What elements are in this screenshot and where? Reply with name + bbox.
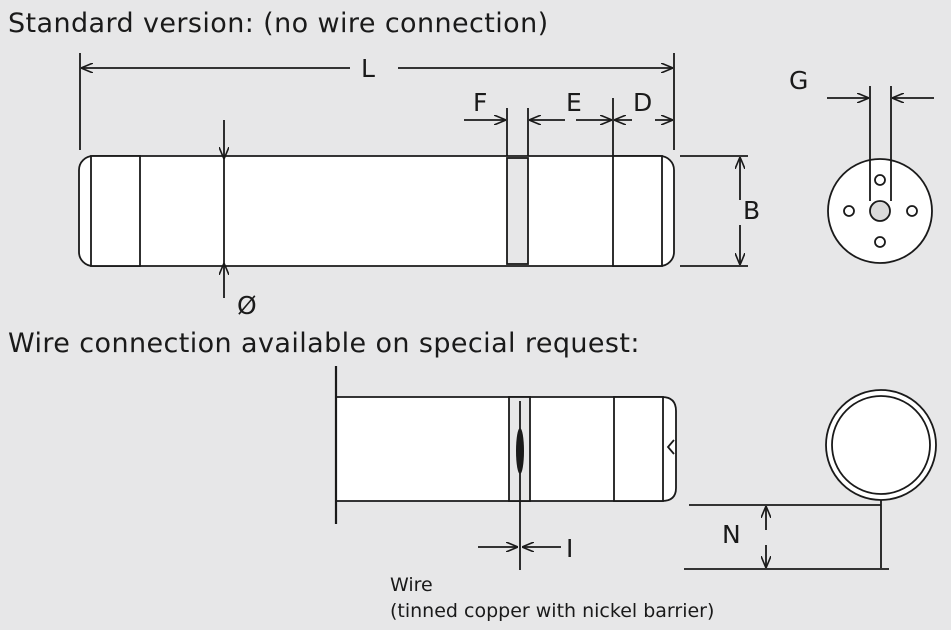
- standard-version-heading: Standard version: (no wire connection): [8, 8, 549, 39]
- label-d: D: [633, 88, 652, 117]
- label-i: I: [566, 534, 573, 563]
- label-l: L: [361, 54, 375, 83]
- wire-caption-title: Wire: [390, 574, 433, 596]
- label-b: B: [743, 196, 760, 225]
- label-n: N: [722, 520, 741, 549]
- wire-caption-detail: (tinned copper with nickel barrier): [390, 600, 714, 622]
- wire-connection-heading: Wire connection available on special req…: [8, 328, 640, 359]
- fuse-body-standard: [78, 155, 675, 267]
- dimension-l: [79, 53, 675, 150]
- label-diameter: Ø: [237, 291, 257, 320]
- dimension-b: [680, 155, 748, 267]
- fuse-end-view: [827, 86, 934, 264]
- label-f: F: [473, 88, 487, 117]
- label-g: G: [789, 66, 808, 95]
- fuse-body-wire: [334, 366, 677, 570]
- label-e: E: [566, 88, 582, 117]
- wire-end-view: [684, 389, 937, 570]
- dimension-fed: [464, 98, 672, 156]
